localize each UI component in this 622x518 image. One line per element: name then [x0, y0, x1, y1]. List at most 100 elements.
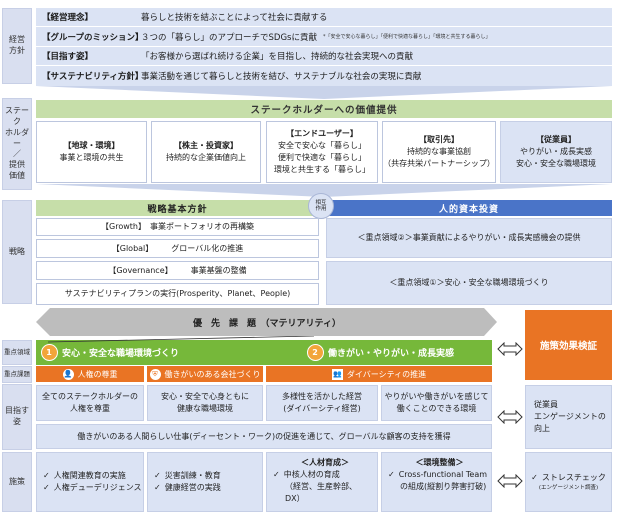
- stakeholder-title: 【株主・投資家】: [174, 141, 238, 150]
- stakeholder-card-investor: 【株主・投資家】 持続的な企業価値向上: [151, 121, 261, 183]
- target-summary-text: 働きがいのある人間らしい仕事(ディーセント・ワーク)の促進を通じて、グローバルな…: [77, 431, 451, 441]
- stakeholder-line: やりがい・成長実感: [520, 147, 592, 156]
- double-arrow-icon: [497, 342, 523, 356]
- strategy-item-key: 【Global】: [111, 243, 154, 253]
- policy-value: 事業活動を通じて暮らしと技術を結び、サステナブルな社会の実現に貢献: [141, 71, 422, 82]
- measure-item: ✓健康経営の実践: [154, 482, 221, 494]
- strategy-item: サステナビリティプランの実行(Prosperity、Planet、People): [36, 283, 319, 305]
- engagement-line: 従業員: [534, 400, 558, 409]
- measure-card: ✓人権関連教育の実施 ✓人権デューデリジェンス: [36, 452, 144, 512]
- stakeholder-line: 事業と環境の共生: [59, 153, 124, 162]
- target-line: 人権を尊重: [70, 404, 110, 413]
- label-focus-area: 重点領域: [2, 340, 32, 365]
- focus-area-label: 安心・安全な職場環境づくり: [62, 349, 180, 359]
- down-arrow-icon: [36, 184, 612, 197]
- focus-number-badge: 2: [306, 344, 324, 361]
- focus-number-badge: 1: [40, 344, 58, 361]
- target-line: 健康な職場環境: [177, 404, 233, 413]
- target-card: 多様性を活かした経営 (ダイバーシティ経営): [266, 385, 378, 421]
- measure-card-stress: ✓ストレスチェック (エンゲージメント調査): [525, 452, 612, 512]
- measure-title: ＜環境整備＞: [415, 458, 464, 467]
- stakeholder-line: 持続的な企業価値向上: [166, 153, 246, 162]
- label-target: 目指す 姿: [2, 384, 32, 450]
- target-line: 多様性を活かした経営: [282, 392, 362, 401]
- stakeholder-card-employee: 【従業員】 やりがい・成長実感 安心・安全な職場環境: [500, 121, 612, 183]
- strategy-item: 【Global】 グローバル化の推進: [36, 239, 319, 258]
- measure-subtext: (エンゲージメント調査): [538, 484, 599, 491]
- engagement-box: 従業員 エンゲージメントの 向上: [525, 385, 612, 449]
- issue-bar: ⛨ 働きがいのある会社づくり: [147, 366, 263, 382]
- measure-text: 中核人材の育成: [283, 470, 340, 479]
- stakeholder-title: 【取引先】: [419, 135, 459, 144]
- target-card: 安心・安全で心身ともに 健康な職場環境: [147, 385, 263, 421]
- target-line: やりがいや働きがいを感じて: [384, 392, 489, 401]
- measure-text: 災害訓練・教育: [164, 471, 221, 481]
- check-icon: ✓: [388, 470, 395, 479]
- hc-item-text: ＜重点領域②＞事業貢献によるやりがい・成長実感機会の提供: [357, 233, 581, 242]
- stakeholder-card-earth: 【地球・環境】 事業と環境の共生: [36, 121, 147, 183]
- check-icon: ✓: [154, 483, 161, 492]
- measure-item: ✓中核人材の育成: [273, 469, 340, 481]
- measure-text: Cross-functional Team: [398, 470, 488, 479]
- verification-box: 施策効果検証: [525, 310, 612, 380]
- double-arrow-icon: [497, 474, 523, 488]
- stakeholder-title: 【地球・環境】: [63, 141, 120, 150]
- check-icon: ✓: [43, 483, 50, 492]
- issue-label: 働きがいのある会社づくり: [164, 369, 261, 379]
- policy-key: 【経営理念】: [42, 13, 94, 23]
- materiality-arrow: [36, 308, 497, 336]
- policy-note: *「安全で安心な暮らし」「便利で快適な暮らし」「環境と共生する暮らし」: [322, 34, 491, 40]
- measure-card: ＜環境整備＞ ✓Cross-functional Team の組成(縦割り弊害打…: [381, 452, 492, 512]
- focus-area-1: 1: [36, 340, 62, 365]
- policy-panel: 【経営理念】 暮らしと技術を結ぶことによって社会に貢献する 【グループのミッショ…: [36, 8, 612, 86]
- strategy-basic-header: 戦略基本方針: [36, 200, 319, 216]
- measure-item: ✓人権デューデリジェンス: [43, 482, 142, 494]
- materiality-label: 優 先 課 題 （マテリアリティ）: [193, 318, 341, 329]
- stakeholder-card-partner: 【取引先】 持続的な事業協創 （共存共栄パートナーシップ）: [382, 121, 496, 183]
- stakeholder-line: 持続的な事業協創: [407, 147, 471, 156]
- label-measures: 施策: [2, 452, 32, 512]
- stakeholder-title: 【エンドユーザー】: [286, 129, 358, 138]
- label-stakeholder: ステーク ホルダー ／ 提供 価値: [2, 98, 32, 190]
- focus-area-label: 働きがい・やりがい・成長実感: [328, 349, 455, 359]
- label-focus-issue: 重点課題: [2, 366, 32, 383]
- strategy-item-value: 事業基盤の整備: [190, 265, 247, 275]
- measure-card: ＜人材育成＞ ✓中核人材の育成 （経営、生産幹部、 DX）: [266, 452, 378, 512]
- issue-label: 人権の尊重: [77, 369, 118, 379]
- policy-row: 【サステナビリティ方針】 事業活動を通じて暮らしと技術を結び、サステナブルな社会…: [36, 66, 612, 85]
- policy-value: 暮らしと技術を結ぶことによって社会に貢献する: [141, 13, 328, 23]
- strategy-item-value: サステナビリティプランの実行(Prosperity、Planet、People): [64, 289, 291, 298]
- strategy-item-key: 【Growth】: [101, 222, 146, 231]
- measure-card: ✓災害訓練・教育 ✓健康経営の実践: [147, 452, 263, 512]
- stakeholder-line: 環境と共生する「暮らし」: [274, 165, 370, 174]
- issue-bar: 👥 ダイバーシティの推進: [266, 366, 492, 382]
- people-icon: 👥: [331, 368, 343, 380]
- policy-row: 【経営理念】 暮らしと技術を結ぶことによって社会に貢献する: [36, 8, 612, 27]
- measure-text: （経営、生産幹部、: [285, 481, 357, 491]
- measure-item: ✓人権関連教育の実施: [43, 470, 126, 482]
- hc-item: ＜重点領域①＞安心・安全な職場環境づくり: [326, 261, 612, 305]
- stakeholder-line: 安全で安心な「暮らし」: [278, 141, 366, 150]
- strategy-item: 【Growth】 事業ポートフォリオの再構築: [36, 218, 319, 236]
- policy-row: 【グループのミッション】 ３つの「暮らし」のアプローチでSDGsに貢献 *「安全…: [36, 27, 612, 47]
- check-icon: ✓: [531, 473, 538, 483]
- policy-key: 【目指す姿】: [42, 52, 94, 62]
- shield-person-icon: ⛨: [149, 368, 161, 380]
- connector-line: [47, 336, 315, 343]
- strategy-hc-header: 人的資本投資: [326, 200, 612, 216]
- issue-bar: 👤 人権の尊重: [36, 366, 144, 382]
- measure-text: 人権関連教育の実施: [53, 471, 126, 481]
- issue-label: ダイバーシティの推進: [346, 369, 427, 379]
- hc-item-text: ＜重点領域①＞安心・安全な職場環境づくり: [389, 278, 549, 287]
- hc-item: ＜重点領域②＞事業貢献によるやりがい・成長実感機会の提供: [326, 218, 612, 258]
- measure-text: の組成(縦割り弊害打破): [400, 481, 487, 491]
- engagement-line: 向上: [534, 424, 550, 433]
- stakeholder-line: 便利で快適な「暮らし」: [278, 153, 366, 162]
- measure-text: 人権デューデリジェンス: [53, 483, 142, 492]
- strategy-item: 【Governance】 事業基盤の整備: [36, 261, 319, 280]
- measure-item: ✓災害訓練・教育: [154, 470, 221, 482]
- label-management-policy: 経営 方針: [2, 8, 32, 84]
- policy-key: 【グループのミッション】: [42, 32, 144, 43]
- measure-item: ✓ストレスチェック: [531, 472, 606, 484]
- target-line: 安心・安全で心身ともに: [161, 392, 249, 401]
